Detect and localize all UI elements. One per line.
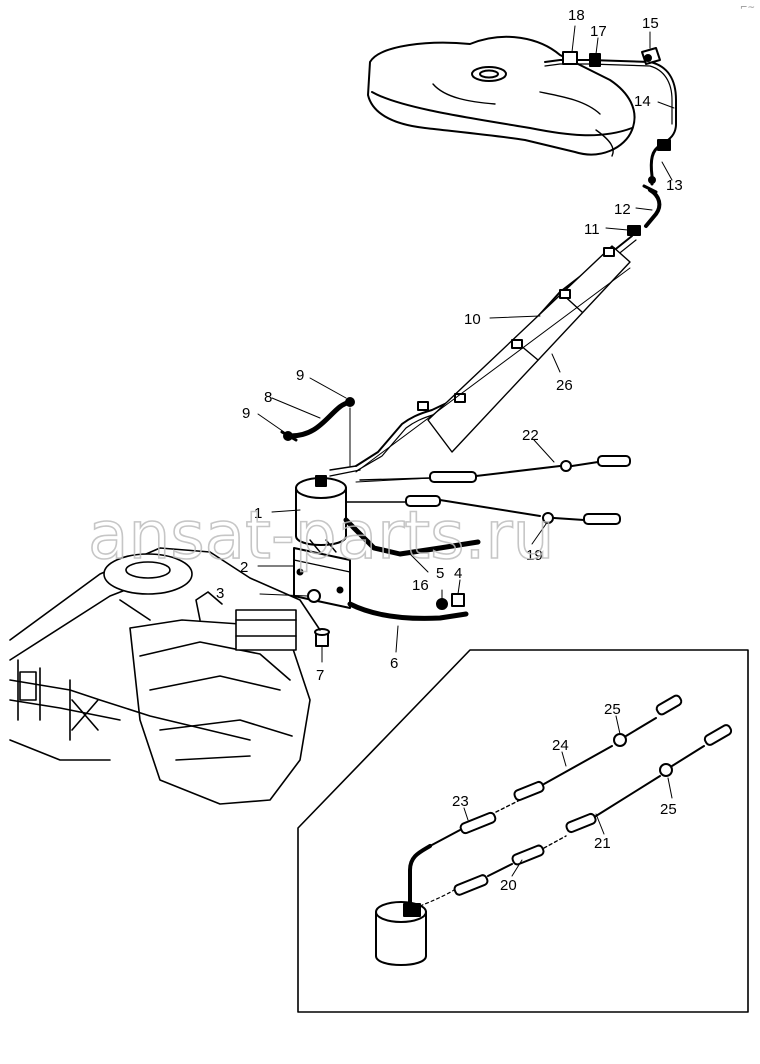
callout-3: 3	[216, 585, 224, 602]
hose-13	[649, 140, 670, 184]
inset-hose-23-24	[430, 694, 683, 846]
callout-5: 5	[436, 565, 444, 582]
callout-13: 13	[666, 177, 683, 194]
callout-8: 8	[264, 389, 272, 406]
callout-1: 1	[254, 505, 262, 522]
protector-26	[428, 246, 630, 452]
clamp-17	[590, 54, 600, 66]
callout-2: 2	[240, 559, 248, 576]
engine-bay	[10, 548, 320, 804]
callout-11: 11	[584, 221, 600, 238]
callout-25-lower: 25	[660, 801, 677, 818]
callout-4: 4	[454, 565, 462, 582]
callout-26: 26	[556, 377, 573, 394]
fitting-18	[563, 52, 577, 64]
clip-4	[452, 594, 464, 606]
hose-16	[346, 520, 478, 554]
callout-7: 7	[316, 667, 324, 684]
callout-23: 23	[452, 793, 469, 810]
callout-24: 24	[552, 737, 569, 754]
grommet-7	[315, 629, 329, 646]
callout-6: 6	[390, 655, 398, 672]
inset-canister	[376, 846, 460, 965]
callout-22: 22	[522, 427, 539, 444]
hose-8	[282, 398, 354, 440]
hose-22	[360, 456, 630, 482]
callout-20: 20	[500, 877, 517, 894]
callout-17: 17	[590, 23, 607, 40]
callout-21: 21	[594, 835, 611, 852]
inset-hose-20-21	[453, 724, 732, 896]
hose-12	[644, 186, 659, 226]
callout-9-upper: 9	[296, 367, 304, 384]
callout-leaders	[258, 26, 674, 876]
clip-15	[642, 48, 660, 64]
callout-14: 14	[634, 93, 651, 110]
callout-9-lower: 9	[242, 405, 250, 422]
bolt-3	[260, 590, 320, 602]
canister-1	[296, 466, 360, 545]
callout-labels: 18 17 15 14 13 12 11 10 26 9 8 9 22 1 2 …	[216, 7, 683, 894]
callout-19: 19	[526, 547, 543, 564]
callout-15: 15	[642, 15, 659, 32]
callout-18: 18	[568, 7, 585, 24]
corner-mark: ⌐~	[740, 3, 755, 13]
clamp-11	[628, 226, 640, 235]
callout-25-upper: 25	[604, 701, 621, 718]
callout-12: 12	[614, 201, 631, 218]
inset-box	[298, 650, 748, 1012]
callout-10: 10	[464, 311, 481, 328]
watermark: ansat-parts.ru	[88, 497, 554, 574]
hose-6	[350, 604, 466, 618]
fuel-tank	[368, 37, 635, 156]
hose-19	[346, 496, 620, 524]
callout-16: 16	[412, 577, 429, 594]
